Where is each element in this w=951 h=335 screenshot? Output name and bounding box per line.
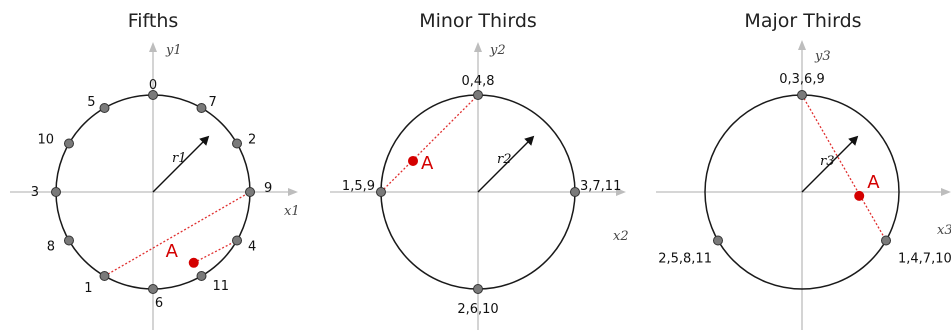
radius-line — [477, 141, 529, 193]
dotted-chord — [104, 191, 251, 277]
pitch-node — [51, 187, 61, 197]
radius-arrow-icon — [199, 135, 210, 146]
radius-line — [152, 141, 204, 193]
point-a — [854, 190, 865, 201]
pitch-node — [99, 271, 110, 282]
pitch-node — [99, 102, 110, 113]
node-label: 1,5,9 — [342, 179, 375, 194]
node-label: 3 — [31, 185, 39, 200]
point-a-label: A — [166, 241, 179, 262]
panel-title: Fifths — [128, 10, 179, 32]
pitch-node — [473, 90, 483, 100]
node-label: 8 — [47, 240, 55, 255]
panel-1: Minor Thirds y2 x2 r2 0,4,8 3,7,11 2,6,10 1,5,9… — [330, 10, 629, 330]
x-axis-arrow-icon — [616, 188, 626, 196]
pitch-node — [63, 235, 74, 246]
point-a — [188, 257, 199, 268]
point-a-label: A — [421, 153, 434, 174]
pitch-node — [712, 235, 723, 246]
pitch-node — [196, 271, 207, 282]
node-label: 0 — [149, 78, 157, 93]
x-axis-label: x3 — [937, 223, 951, 238]
node-label: 1 — [84, 281, 92, 296]
node-label: 9 — [264, 181, 272, 196]
x-axis-label: x1 — [284, 204, 300, 219]
node-label: 0,4,8 — [461, 74, 494, 89]
radius-line — [801, 141, 853, 193]
pitch-node — [473, 284, 483, 294]
panel-title: Minor Thirds — [419, 10, 537, 32]
node-label: 2 — [248, 133, 256, 148]
radius-label: r2 — [497, 152, 512, 167]
node-label: 1,4,7,10 — [898, 252, 951, 267]
pitch-node — [232, 235, 243, 246]
x-axis-arrow-icon — [288, 188, 298, 196]
y-axis-label: y1 — [165, 43, 182, 58]
x-axis-label: x2 — [613, 229, 629, 244]
radius-label: r1 — [172, 151, 187, 166]
node-label: 7 — [209, 95, 217, 110]
node-label: 2,5,8,11 — [658, 252, 712, 267]
node-label: 10 — [37, 133, 54, 148]
dotted-line — [193, 239, 238, 264]
y-axis-arrow-icon — [798, 40, 806, 50]
radius-arrow-icon — [848, 135, 859, 146]
x-axis-arrow-icon — [941, 188, 951, 196]
pitch-node — [881, 235, 892, 246]
pitch-node — [245, 187, 255, 197]
radius-label: r3 — [820, 154, 835, 169]
pitch-node — [63, 138, 74, 149]
pitch-node — [232, 138, 243, 149]
pitch-node — [148, 284, 158, 294]
point-a-label: A — [867, 172, 880, 193]
node-label: 5 — [87, 95, 95, 110]
panel-0: Fifths y1 x1 r1 0 7 2 9 4 11 6 1 8 3 10 5A — [10, 10, 300, 330]
node-label: 11 — [213, 279, 230, 294]
pitch-node — [148, 90, 158, 100]
panel-2: Major Thirds y3 x3 r3 0,3,6,9 1,4,7,10 2,5,8,1… — [656, 10, 951, 330]
node-label: 6 — [155, 296, 163, 311]
y-axis-arrow-icon — [474, 42, 482, 52]
point-a — [408, 155, 419, 166]
node-label: 4 — [248, 240, 256, 255]
y-axis-arrow-icon — [149, 42, 157, 52]
radius-arrow-icon — [524, 135, 535, 146]
node-label: 2,6,10 — [457, 302, 498, 317]
dotted-chord — [380, 94, 479, 193]
pitch-node — [570, 187, 580, 197]
y-axis-label: y2 — [489, 43, 506, 58]
panel-title: Major Thirds — [744, 10, 861, 32]
dotted-chord — [801, 94, 887, 241]
pitch-node — [376, 187, 386, 197]
pitch-node — [797, 90, 807, 100]
node-label: 3,7,11 — [580, 179, 621, 194]
pitch-node — [196, 102, 207, 113]
node-label: 0,3,6,9 — [779, 72, 824, 87]
y-axis-label: y3 — [814, 49, 831, 64]
